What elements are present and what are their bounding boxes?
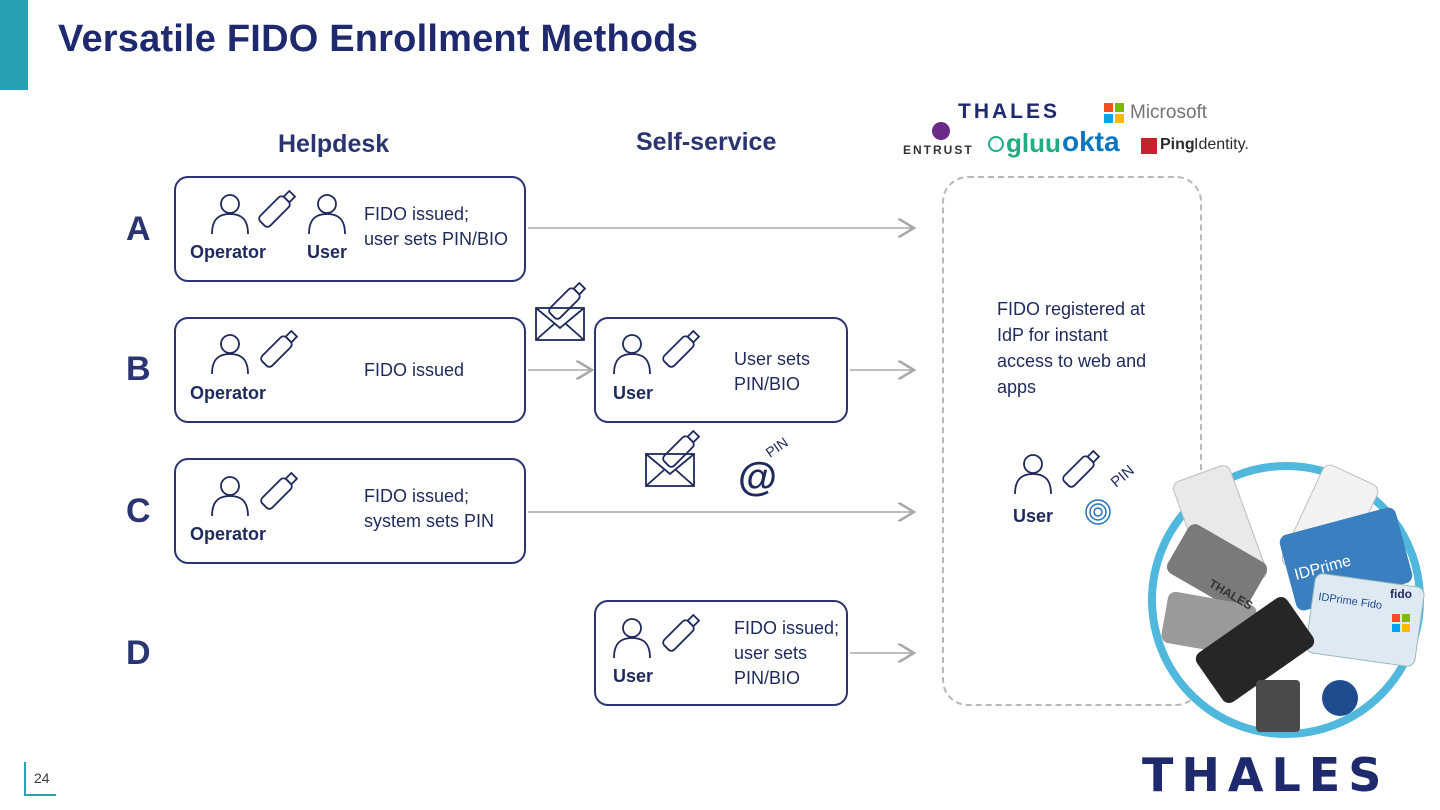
usb-key-icon <box>546 282 586 322</box>
ping-logo-text-light: Identity. <box>1194 136 1249 153</box>
usb-key-icon <box>660 614 700 654</box>
microsoft-card-logo-icon <box>1392 614 1410 632</box>
helpdesk-heading: Helpdesk <box>278 130 390 158</box>
usb-key-icon <box>256 190 296 230</box>
fido-alliance-label: fido <box>1390 587 1412 601</box>
person-icon <box>1014 454 1052 495</box>
person-icon <box>308 194 346 235</box>
person-icon <box>211 476 249 517</box>
helpdesk-b-text: FIDO issued <box>364 360 465 380</box>
row-letter-d: D <box>126 634 151 672</box>
self-service-box-b <box>594 317 848 423</box>
thales-footer-logo: THALES <box>1142 748 1390 802</box>
person-icon <box>613 334 651 375</box>
row-letter-a: A <box>126 210 151 248</box>
helpdesk-box-a <box>174 176 526 282</box>
envelope-icon <box>535 307 585 341</box>
role-operator-c: Operator <box>190 524 267 544</box>
page-number-bracket <box>24 762 56 796</box>
fingerprint-icon <box>1085 499 1111 525</box>
ping-logo-text-bold: Ping <box>1160 136 1195 153</box>
usb-key-icon <box>1060 450 1100 490</box>
pin-label-idp: PIN <box>1108 462 1138 491</box>
title-accent-bar <box>0 0 28 90</box>
person-icon <box>613 618 651 659</box>
role-operator-b: Operator <box>190 383 267 403</box>
helpdesk-box-c <box>174 458 526 564</box>
role-user-idp: User <box>1013 506 1054 526</box>
role-operator-a: Operator <box>190 242 267 262</box>
person-icon <box>211 334 249 375</box>
entrust-logo-icon <box>932 122 950 140</box>
page-number: 24 <box>34 770 50 786</box>
slide-title: Versatile FIDO Enrollment Methods <box>58 18 699 60</box>
idp-description: FIDO registered at IdP for instant acces… <box>997 299 1147 397</box>
idp-box <box>942 176 1202 706</box>
self-service-box-d <box>594 600 848 706</box>
self-service-d-text: FIDO issued; user sets PIN/BIO <box>734 618 840 688</box>
role-user-d: User <box>613 666 654 686</box>
envelope-icon <box>645 453 695 487</box>
ping-logo-icon <box>1141 138 1157 154</box>
helpdesk-a-text: FIDO issued; user sets PIN/BIO <box>364 204 509 249</box>
entrust-logo-text: ENTRUST <box>903 143 974 157</box>
row-letter-b: B <box>126 350 151 388</box>
okta-logo-text: okta <box>1062 126 1120 157</box>
microsoft-logo-icon <box>1104 103 1124 123</box>
usb-key-icon <box>258 330 298 370</box>
fido-products-image: IDPrime IDPrime Fido fido THALES <box>1148 462 1425 738</box>
gluu-logo-text: gluu <box>1006 128 1061 158</box>
thales-logo-small: THALES <box>958 100 1060 123</box>
microsoft-logo-text: Microsoft <box>1130 102 1208 123</box>
row-letter-c: C <box>126 492 151 530</box>
self-service-b-text: User sets PIN/BIO <box>734 349 811 394</box>
helpdesk-c-text: FIDO issued; system sets PIN <box>364 486 495 531</box>
self-service-heading: Self-service <box>636 128 777 156</box>
usb-key-icon <box>258 472 298 512</box>
role-user-b: User <box>613 383 654 403</box>
role-user-a: User <box>307 242 348 262</box>
usb-key-icon <box>660 330 700 370</box>
gluu-logo-icon <box>988 136 1004 152</box>
person-icon <box>211 194 249 235</box>
at-sign-icon: @ <box>738 455 777 499</box>
